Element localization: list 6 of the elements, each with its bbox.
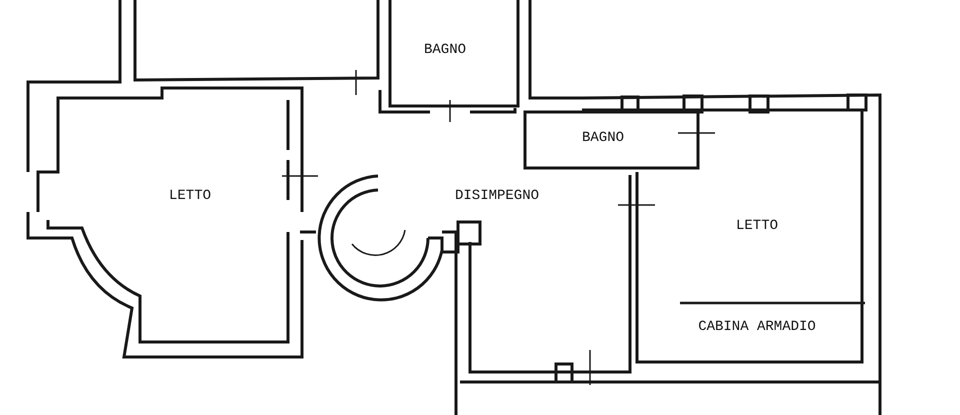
- room-label: CABINA ARMADIO: [698, 319, 816, 335]
- room-label: DISIMPEGNO: [455, 188, 539, 204]
- room-label: LETTO: [736, 218, 778, 234]
- room-label: BAGNO: [424, 42, 466, 58]
- room-label: BAGNO: [582, 130, 624, 146]
- room-label: LETTO: [169, 188, 211, 204]
